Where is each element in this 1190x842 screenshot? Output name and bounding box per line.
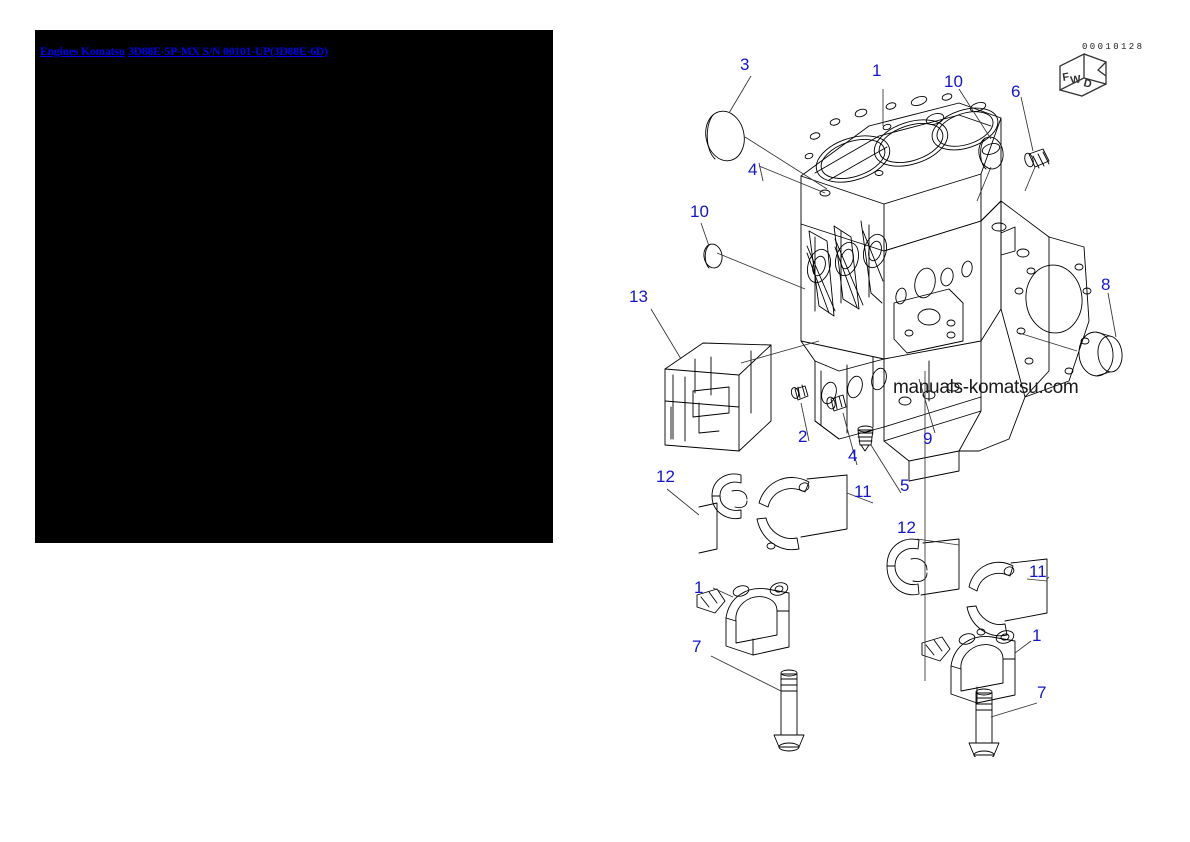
callout-5[interactable]: 5: [900, 476, 910, 495]
callout-6[interactable]: 6: [1011, 82, 1021, 101]
callout-1-right[interactable]: 1: [1032, 626, 1042, 645]
page-code: 00010128: [1082, 42, 1145, 52]
breadcrumb-item-model[interactable]: 3D88E-5P-MX S/N 00101-UP(3D88E-6D): [128, 46, 328, 58]
callout-4-lower[interactable]: 4: [848, 446, 858, 465]
cylinder-block-diagram: [650, 75, 1123, 757]
callout-7-left[interactable]: 7: [692, 637, 702, 656]
breadcrumb-item-engines-komatsu[interactable]: Engines Komatsu: [40, 46, 126, 58]
viewer-panel: Engines Komatsu 3D88E-5P-MX S/N 00101-UP…: [35, 30, 553, 543]
fwd-arrow-icon: F W D: [1054, 50, 1116, 98]
callout-11-upper[interactable]: 11: [854, 482, 872, 501]
callout-8[interactable]: 8: [1101, 275, 1111, 294]
callout-9[interactable]: 9: [923, 429, 933, 448]
callout-1-left[interactable]: 1: [694, 578, 704, 597]
callout-3[interactable]: 3: [740, 55, 750, 74]
callout-13[interactable]: 13: [629, 287, 648, 306]
watermark: manuals-komatsu.com: [893, 377, 1079, 398]
callout-12-left[interactable]: 12: [656, 467, 675, 486]
callout-12-right[interactable]: 12: [897, 518, 916, 537]
callout-10-top[interactable]: 10: [944, 72, 963, 91]
callout-7-right[interactable]: 7: [1037, 683, 1047, 702]
callout-4-upper[interactable]: 4: [748, 160, 758, 179]
callout-2[interactable]: 2: [798, 427, 808, 446]
callout-1-top[interactable]: 1: [872, 61, 882, 80]
svg-text:D: D: [1082, 77, 1093, 91]
diagram-panel: [626, 27, 1164, 757]
breadcrumb: Engines Komatsu 3D88E-5P-MX S/N 00101-UP…: [40, 46, 328, 58]
svg-text:W: W: [1070, 73, 1083, 87]
svg-text:F: F: [1062, 71, 1071, 84]
callout-11-right[interactable]: 11: [1029, 562, 1047, 581]
callout-10-left[interactable]: 10: [690, 202, 709, 221]
